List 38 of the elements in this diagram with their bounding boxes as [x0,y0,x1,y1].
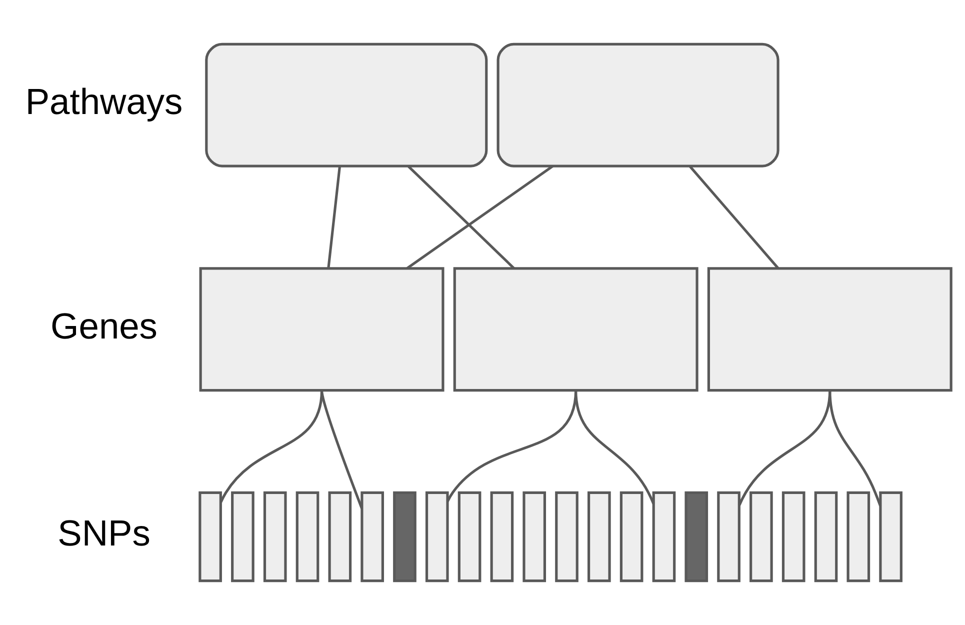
connector [828,390,882,506]
label: Pathways [25,81,183,122]
node-bar [684,491,708,582]
label: SNPs [58,512,150,554]
node-bar [328,491,352,582]
connector [320,390,364,509]
node-box [205,42,488,168]
node-bar [846,491,870,582]
node-bar [360,491,384,582]
connector [406,165,554,270]
node-bar [620,491,644,582]
node-bar [231,491,254,582]
node-bar [879,491,902,582]
node-bar [750,491,773,582]
node-bar [814,491,838,582]
label: Genes [50,305,158,346]
connector [408,165,515,270]
connector [688,166,780,270]
node-bar [555,491,578,582]
node-bar [717,491,740,582]
node-bar [490,491,514,582]
node-bar [198,491,222,582]
node-bar [652,491,676,582]
node-bar [522,491,546,582]
node-box [199,267,444,392]
node-box [496,42,780,168]
node-bar [588,491,611,582]
node-bar [425,491,449,582]
node-bar [458,491,482,582]
node-box [707,267,952,392]
connector [574,390,655,504]
node-bar [393,491,416,582]
connector [220,390,324,504]
connector [327,166,342,269]
node-bar [296,491,320,582]
node-box [453,267,698,392]
node-bar [263,491,287,582]
node-bar [782,491,806,582]
